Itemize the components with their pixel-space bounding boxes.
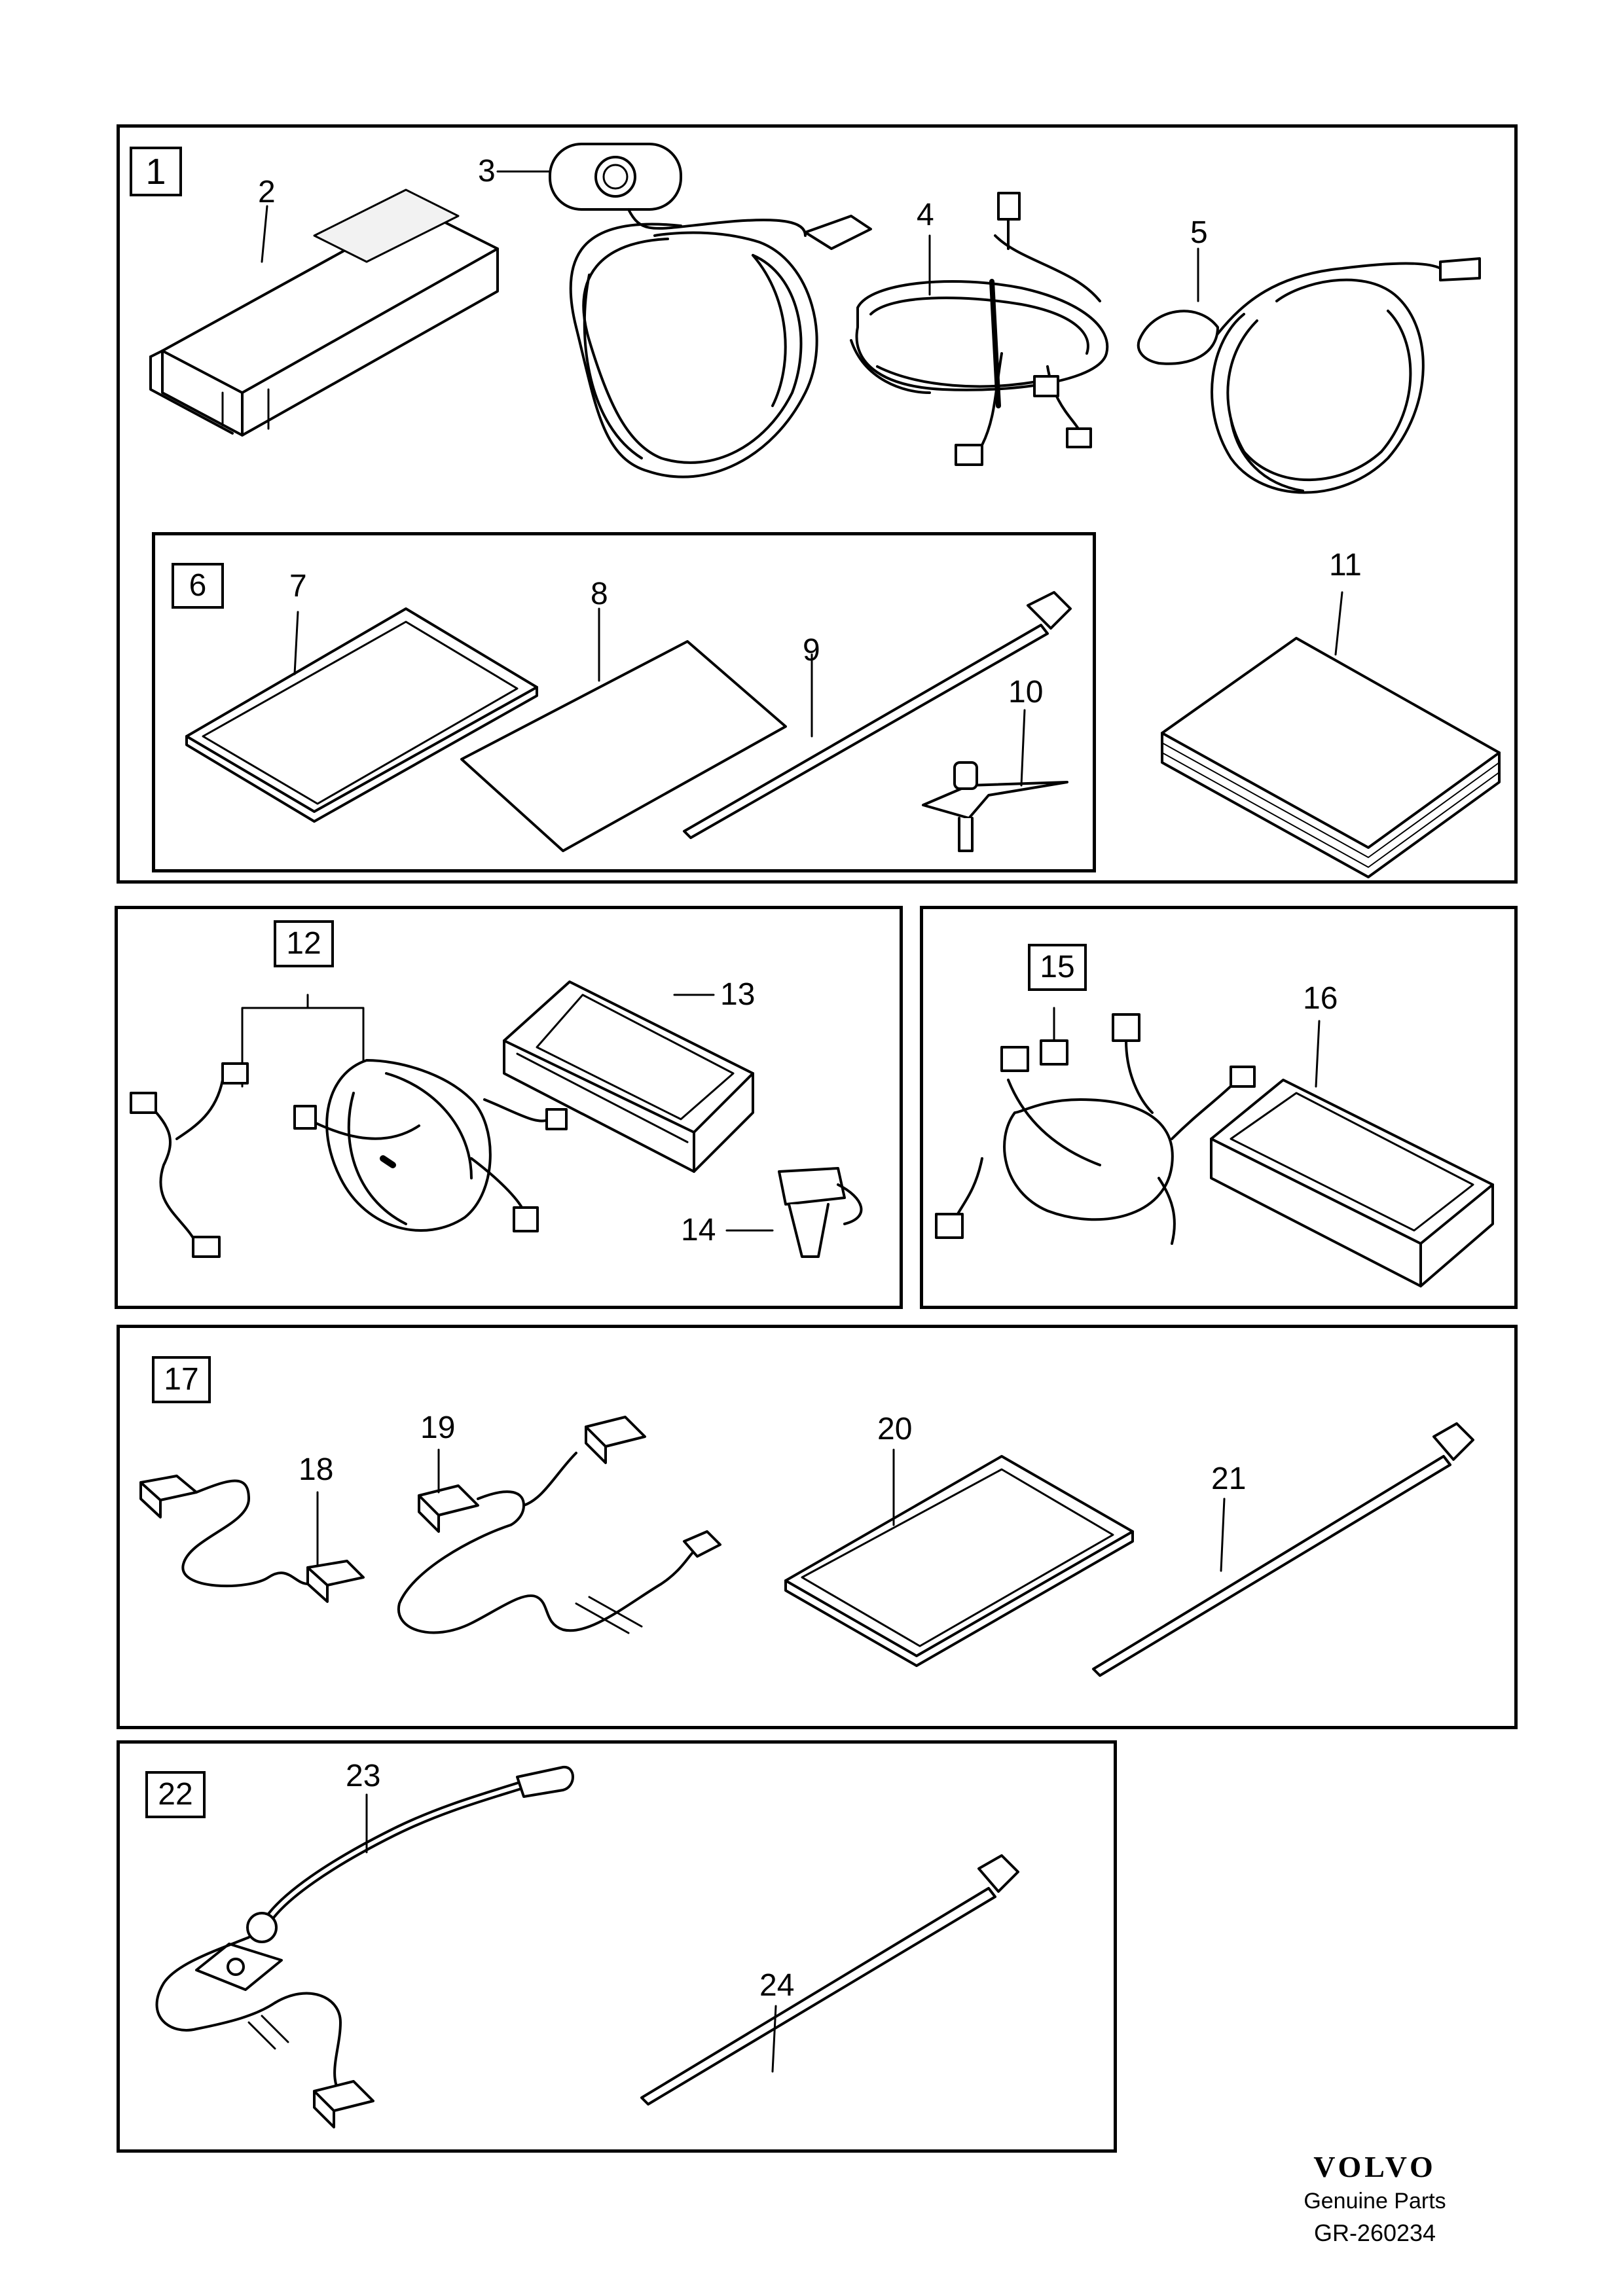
leader-7 <box>293 611 299 675</box>
callout-10: 10 <box>1008 675 1044 709</box>
callout-24: 24 <box>759 1968 795 2003</box>
part-7-pad <box>185 607 538 823</box>
callout-3: 3 <box>478 154 496 188</box>
panel-group-12 <box>115 906 903 1309</box>
volvo-logo: VOLVO <box>1313 2150 1436 2183</box>
part-10-clip <box>922 761 1068 852</box>
leader-11 <box>1334 591 1343 656</box>
callout-14: 14 <box>681 1213 716 1247</box>
part-15-harness <box>935 1007 1256 1245</box>
part-16-connector <box>1210 1079 1494 1287</box>
part-19-harness <box>397 1416 721 1634</box>
callout-4: 4 <box>917 198 934 232</box>
callout-2: 2 <box>258 175 276 209</box>
leader-2 <box>261 205 268 263</box>
group-label-17: 17 <box>152 1356 211 1403</box>
part-4-harness <box>850 192 1109 466</box>
brand-block: VOLVO Genuine Parts GR-260234 <box>1277 2152 1473 2247</box>
callout-8: 8 <box>591 577 608 611</box>
callout-16: 16 <box>1303 981 1338 1016</box>
part-9-tie <box>683 591 1072 839</box>
callout-7: 7 <box>289 569 307 603</box>
leader-21 <box>1220 1498 1226 1572</box>
callout-19: 19 <box>420 1410 456 1445</box>
part-23-microphone <box>155 1766 574 2128</box>
callout-13: 13 <box>720 977 756 1012</box>
callout-5: 5 <box>1190 215 1208 250</box>
callout-18: 18 <box>299 1452 334 1487</box>
part-18-harness <box>139 1475 365 1603</box>
callout-21: 21 <box>1211 1462 1247 1496</box>
group-label-12: 12 <box>274 920 334 967</box>
part-2-module <box>149 188 499 437</box>
panel-group-22 <box>117 1740 1117 2153</box>
part-13-connector <box>503 980 754 1173</box>
leader-16 <box>1315 1020 1321 1088</box>
part-20-pad <box>784 1455 1134 1667</box>
panel-group-17 <box>117 1325 1518 1729</box>
part-21-tie <box>1092 1422 1474 1677</box>
callout-23: 23 <box>346 1759 381 1793</box>
leader-24 <box>771 2005 777 2073</box>
part-11-booklet <box>1161 637 1501 878</box>
callout-9: 9 <box>803 633 820 668</box>
part-12-harness <box>130 994 568 1258</box>
callout-11: 11 <box>1329 548 1362 583</box>
part-14-clip <box>778 1167 863 1258</box>
part-3-keypad <box>549 143 872 478</box>
group-label-15: 15 <box>1028 944 1087 991</box>
callout-20: 20 <box>877 1412 913 1446</box>
part-8-sheet <box>460 640 787 852</box>
part-5-antenna <box>1137 257 1481 494</box>
group-label-22: 22 <box>145 1771 206 1818</box>
group-label-1: 1 <box>130 147 182 196</box>
group-label-6: 6 <box>172 563 224 609</box>
leader-10 <box>1020 709 1026 787</box>
genuine-parts-label: Genuine Parts <box>1304 2189 1446 2214</box>
part-24-tie <box>640 1854 1019 2106</box>
illustration-code: GR-260234 <box>1313 2219 1436 2246</box>
